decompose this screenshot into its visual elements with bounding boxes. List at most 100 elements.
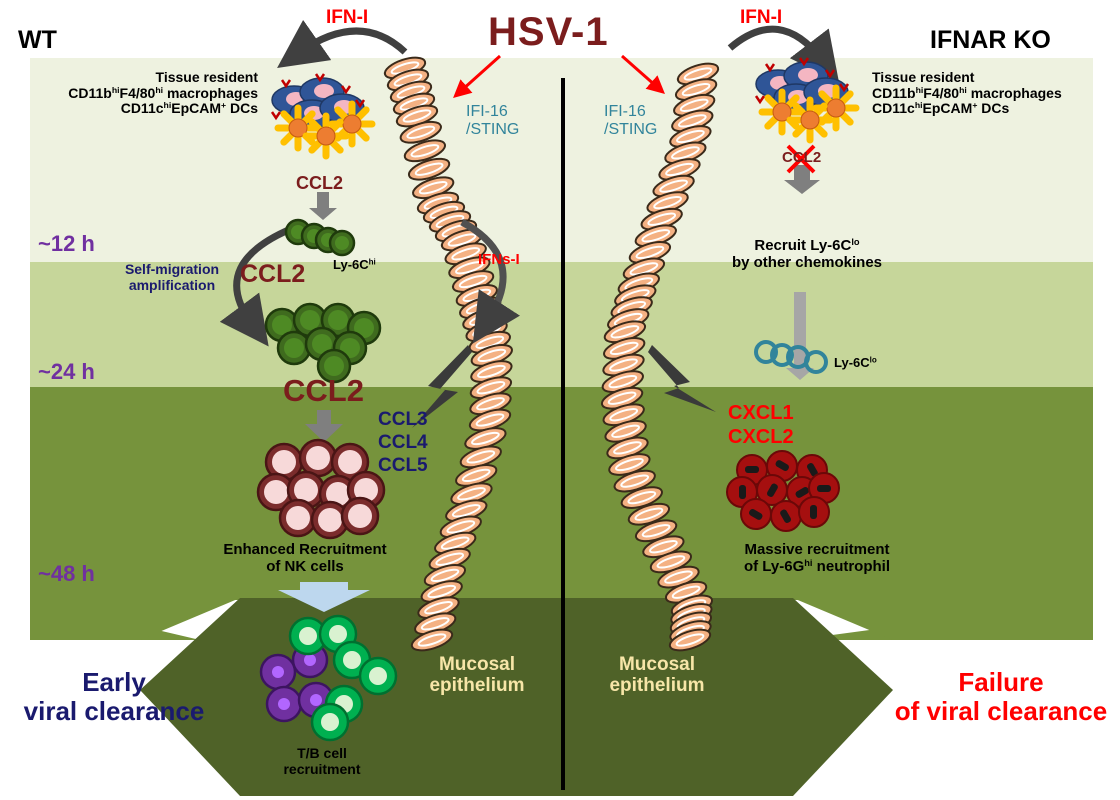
epithelial-cell-nucleus bbox=[458, 274, 488, 289]
epithelial-cell bbox=[407, 157, 451, 181]
b-cell-core bbox=[304, 654, 316, 666]
dc-nucleus bbox=[316, 126, 336, 146]
epi-right-line1: Mucosal bbox=[618, 654, 696, 675]
epithelial-cell-nucleus bbox=[418, 181, 448, 195]
neutrophil-nucleus bbox=[807, 463, 818, 477]
nk-recruitment-label: Enhanced Recruitment of NK cells bbox=[205, 541, 405, 576]
resident-cells-right bbox=[754, 57, 860, 144]
resident-cells-left bbox=[270, 73, 376, 160]
resident-left-line3: CD11chiEpCAM+ DCs bbox=[121, 100, 258, 117]
outcome-left: Early viral clearance bbox=[8, 667, 220, 726]
sensor-left: IFI-16 /STING bbox=[466, 103, 519, 139]
epithelium-chain-right bbox=[600, 62, 720, 652]
rl-l2c: macrophages bbox=[163, 84, 258, 101]
epithelial-cell-nucleus bbox=[620, 474, 650, 488]
ccl2-label-3: CCL2 bbox=[283, 373, 364, 408]
rr-l3s2: + bbox=[972, 100, 978, 111]
t-cell-core bbox=[343, 651, 361, 669]
epithelial-cell-nucleus bbox=[665, 162, 694, 177]
resident-right-line1: Tissue resident bbox=[872, 69, 975, 85]
ly6c-lo-sup: lo bbox=[869, 355, 877, 365]
nk-cell-core bbox=[286, 506, 310, 530]
epithelial-cell-nucleus bbox=[671, 585, 701, 599]
neutrophil-nucleus bbox=[817, 485, 831, 492]
epithelial-cell-nucleus bbox=[649, 540, 678, 554]
epithelial-cell-nucleus bbox=[466, 450, 496, 464]
b-cell-core bbox=[272, 666, 284, 678]
epithelial-cell bbox=[652, 174, 695, 198]
t-cell-core bbox=[321, 713, 339, 731]
hsv-arrow-left bbox=[453, 54, 502, 99]
neutrophil-nucleus bbox=[739, 485, 746, 499]
epithelial-cell-nucleus bbox=[675, 633, 705, 647]
b-cell-core bbox=[310, 694, 322, 706]
macrophage-nucleus bbox=[798, 68, 818, 82]
nk-cell-core bbox=[264, 480, 288, 504]
epithelial-cell bbox=[601, 370, 644, 393]
nk-line2: of NK cells bbox=[266, 557, 344, 575]
self-migration-line1: Self-migration bbox=[124, 261, 220, 277]
timepoint-24h: ~24 h bbox=[38, 359, 95, 384]
nk-cell-core bbox=[272, 450, 296, 474]
rl-l2s1: hi bbox=[111, 84, 120, 95]
epi-right-line2: epithelium bbox=[609, 675, 705, 697]
resident-label-right: Tissue resident CD11bhiF4/80hi macrophag… bbox=[872, 69, 1062, 117]
epithelial-cell-nucleus bbox=[679, 98, 709, 112]
epithelial-cell-nucleus bbox=[477, 348, 507, 363]
epithelial-cell-nucleus bbox=[476, 381, 506, 395]
epi-left-line2: epithelium bbox=[429, 675, 525, 697]
rr-l3a: CD11c bbox=[872, 100, 915, 117]
ly6c-lo-cell bbox=[754, 340, 778, 364]
ifn-arrow-left bbox=[277, 19, 408, 69]
rl-l3s1: hi bbox=[163, 100, 172, 111]
epithelial-cell-nucleus bbox=[430, 568, 460, 583]
tissue-deep-zone bbox=[140, 598, 893, 796]
neutrophil-nucleus bbox=[749, 509, 763, 520]
dc-nucleus bbox=[288, 118, 308, 138]
epithelial-cell-nucleus bbox=[641, 524, 671, 538]
cxcl-labels: CXCL1 CXCL2 bbox=[728, 402, 794, 449]
lightning-right bbox=[648, 345, 716, 412]
rr-l2b: F4/80 bbox=[923, 84, 960, 101]
epithelial-cell-nucleus bbox=[608, 374, 638, 389]
ly6c-lo-cell bbox=[804, 350, 828, 374]
epithelial-cell-nucleus bbox=[410, 144, 440, 158]
rl-l3s2: + bbox=[221, 100, 227, 111]
epithelial-cell-nucleus bbox=[427, 584, 457, 599]
epithelial-cell-nucleus bbox=[641, 229, 671, 243]
nk-cell-core bbox=[294, 478, 318, 502]
self-migration-arrow bbox=[219, 222, 300, 347]
rl-l2b: F4/80 bbox=[119, 84, 156, 101]
ly6c-hi-cells bbox=[284, 218, 356, 257]
epithelial-cell-nucleus bbox=[455, 261, 484, 275]
epithelial-cell-nucleus bbox=[647, 212, 677, 226]
nk-cell-core bbox=[348, 504, 372, 528]
cxcl2-label: CXCL2 bbox=[728, 425, 794, 448]
dc-nucleus bbox=[800, 110, 820, 130]
wt-label: WT bbox=[18, 26, 57, 54]
virus-marker bbox=[838, 83, 850, 93]
rl-l3c: DCs bbox=[226, 100, 258, 117]
epithelial-cell-nucleus bbox=[634, 507, 664, 521]
virus-marker bbox=[754, 95, 766, 105]
neutrophil-nucleus bbox=[780, 509, 792, 523]
epithelial-cell bbox=[627, 502, 671, 526]
neutrophil-cluster bbox=[726, 450, 840, 532]
resident-right-line3: CD11chiEpCAM+ DCs bbox=[872, 100, 1009, 117]
flow-arrows bbox=[305, 165, 820, 442]
hsv1-title: HSV-1 bbox=[488, 10, 609, 54]
outcome-left-line1: Early bbox=[82, 667, 146, 697]
recruit-line1-base: Recruit Ly-6C bbox=[754, 237, 852, 254]
dc-nucleus bbox=[342, 114, 362, 134]
rr-l2a: CD11b bbox=[872, 84, 916, 101]
rl-l2a: CD11b bbox=[68, 84, 112, 101]
sensor-right: IFI-16 /STING bbox=[604, 103, 657, 139]
epithelium-label-left: Mucosal epithelium bbox=[412, 654, 542, 697]
blocked-x-icon bbox=[786, 144, 816, 174]
nk-line1: Enhanced Recruitment bbox=[223, 541, 387, 558]
nk-cell-core bbox=[306, 446, 330, 470]
epithelial-cell-nucleus bbox=[613, 441, 642, 455]
rl-l2s2: hi bbox=[155, 84, 164, 95]
epithelial-cell-nucleus bbox=[406, 125, 436, 139]
